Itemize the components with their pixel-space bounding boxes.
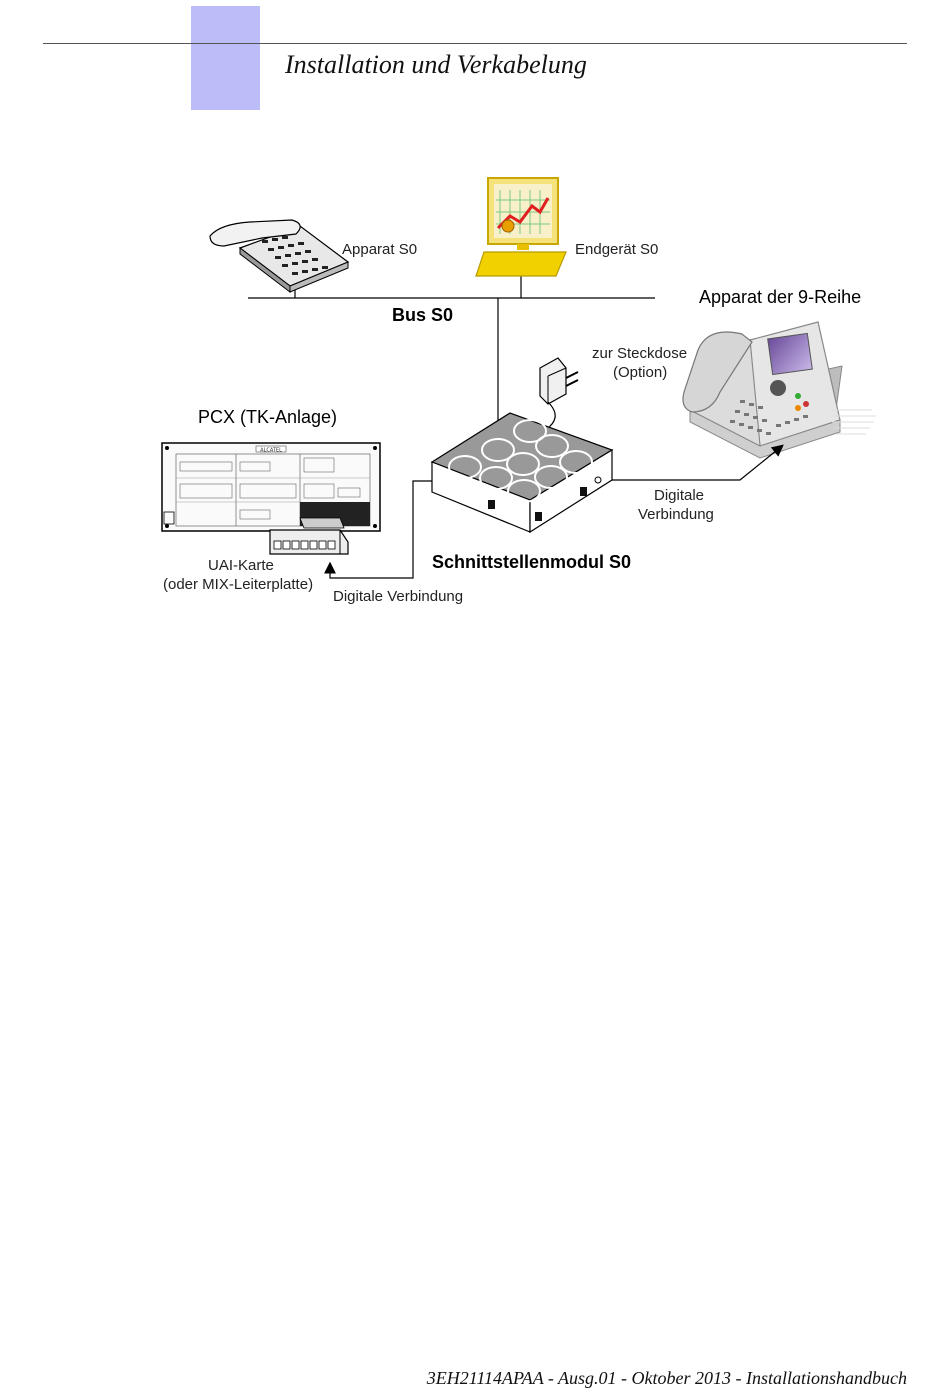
power-adapter-icon — [540, 358, 578, 432]
label-apparat-9: Apparat der 9-Reihe — [699, 287, 861, 307]
series-9-phone-icon — [683, 322, 876, 458]
label-apparat-s0: Apparat S0 — [342, 241, 417, 258]
label-mix-leiterplatte: (oder MIX-Leiterplatte) — [163, 576, 313, 593]
pcx-brand-label: ALCATEL — [260, 448, 282, 454]
label-schnittstellenmodul: Schnittstellenmodul S0 — [432, 552, 631, 572]
uai-card-icon — [270, 530, 348, 554]
label-endgeraet-s0: Endgerät S0 — [575, 241, 658, 258]
label-uai-karte: UAI-Karte — [208, 557, 274, 574]
label-digitale-right: Digitale — [654, 487, 704, 504]
s0-phone-icon — [210, 220, 348, 292]
label-verbindung-right: Verbindung — [638, 506, 714, 523]
pcx-cabinet-icon: ALCATEL — [162, 443, 380, 531]
label-bus-s0: Bus S0 — [392, 305, 453, 325]
label-digitale-verbindung-left: Digitale Verbindung — [333, 588, 463, 605]
interface-module-icon — [432, 413, 612, 532]
label-pcx: PCX (TK-Anlage) — [198, 407, 337, 427]
label-steckdose: zur Steckdose — [592, 345, 687, 362]
label-option: (Option) — [613, 364, 667, 381]
s0-terminal-icon — [476, 178, 566, 276]
page-footer: 3EH21114APAA - Ausg.01 - Oktober 2013 - … — [427, 1368, 907, 1389]
